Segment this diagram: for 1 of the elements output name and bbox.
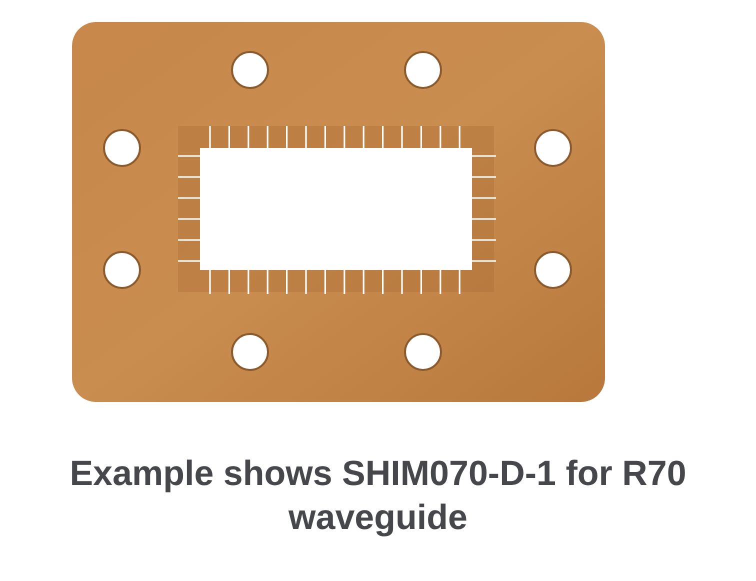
caption: Example shows SHIM070-D-1 for R70 waveguide (68, 453, 688, 539)
